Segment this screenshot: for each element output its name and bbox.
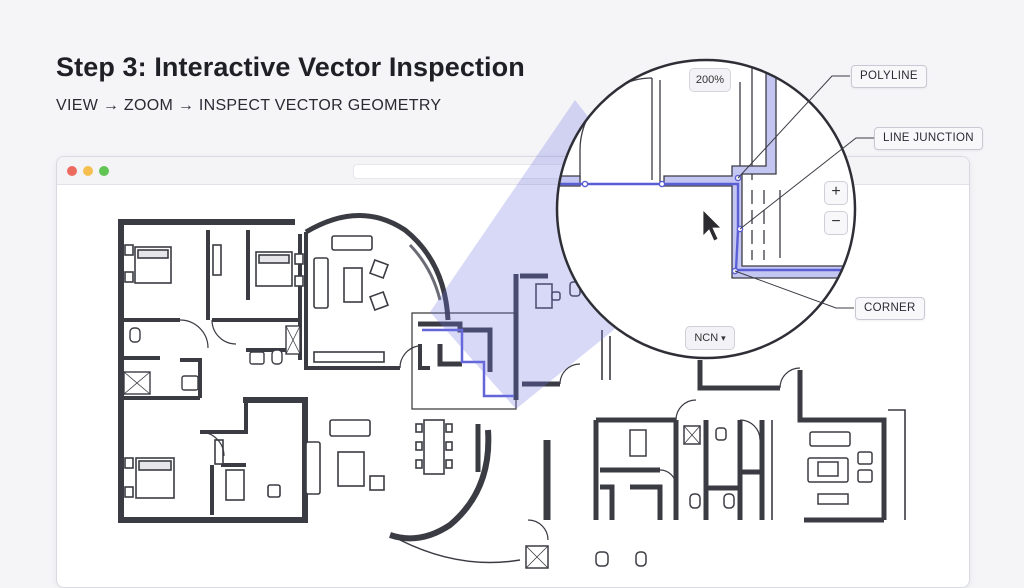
lens-polyline[interactable] (556, 182, 860, 272)
magnifier-lens[interactable] (555, 58, 860, 360)
curved-wall-living (304, 213, 451, 321)
walls-right-wing (593, 360, 887, 523)
callout-corner: CORNER (855, 297, 925, 320)
curved-window-living (408, 243, 442, 301)
lens-wall-right (663, 61, 854, 279)
zoom-level-badge: 200% (689, 68, 731, 92)
minimize-window-button[interactable] (83, 166, 93, 176)
fixtures-bathroom (123, 325, 301, 395)
cursor-arrow-icon (702, 209, 722, 242)
floor-plan (118, 213, 906, 569)
furniture-dining (305, 419, 453, 495)
furniture-right-wing (525, 281, 873, 569)
callout-leaders (734, 75, 874, 309)
furniture-bedrooms (124, 244, 304, 501)
curved-wall-dining (389, 429, 492, 542)
walls-left-wing (118, 219, 308, 523)
zoom-in-button[interactable]: + (824, 181, 848, 205)
selection-box[interactable] (411, 312, 517, 410)
unit-select-label: NCN (694, 332, 719, 344)
page-subtitle: VIEW → ZOOM → INSPECT VECTOR GEOMETRY (56, 97, 442, 114)
callout-polyline: POLYLINE (851, 65, 927, 88)
page-title: Step 3: Interactive Vector Inspection (56, 52, 525, 82)
curved-arc-dining (399, 539, 521, 564)
floor-plan-canvas[interactable] (0, 0, 1024, 572)
doors (179, 319, 801, 541)
maximize-window-button[interactable] (99, 166, 109, 176)
callout-line-junction: LINE JUNCTION (874, 127, 983, 150)
unit-select[interactable]: NCN▾ (685, 326, 735, 350)
highlighted-polyline-plan[interactable] (422, 328, 514, 398)
walls-thin-right (601, 330, 906, 520)
furniture-living (313, 235, 389, 363)
zoom-out-button[interactable]: − (824, 211, 848, 235)
close-window-button[interactable] (67, 166, 77, 176)
chevron-down-icon: ▾ (721, 333, 726, 343)
